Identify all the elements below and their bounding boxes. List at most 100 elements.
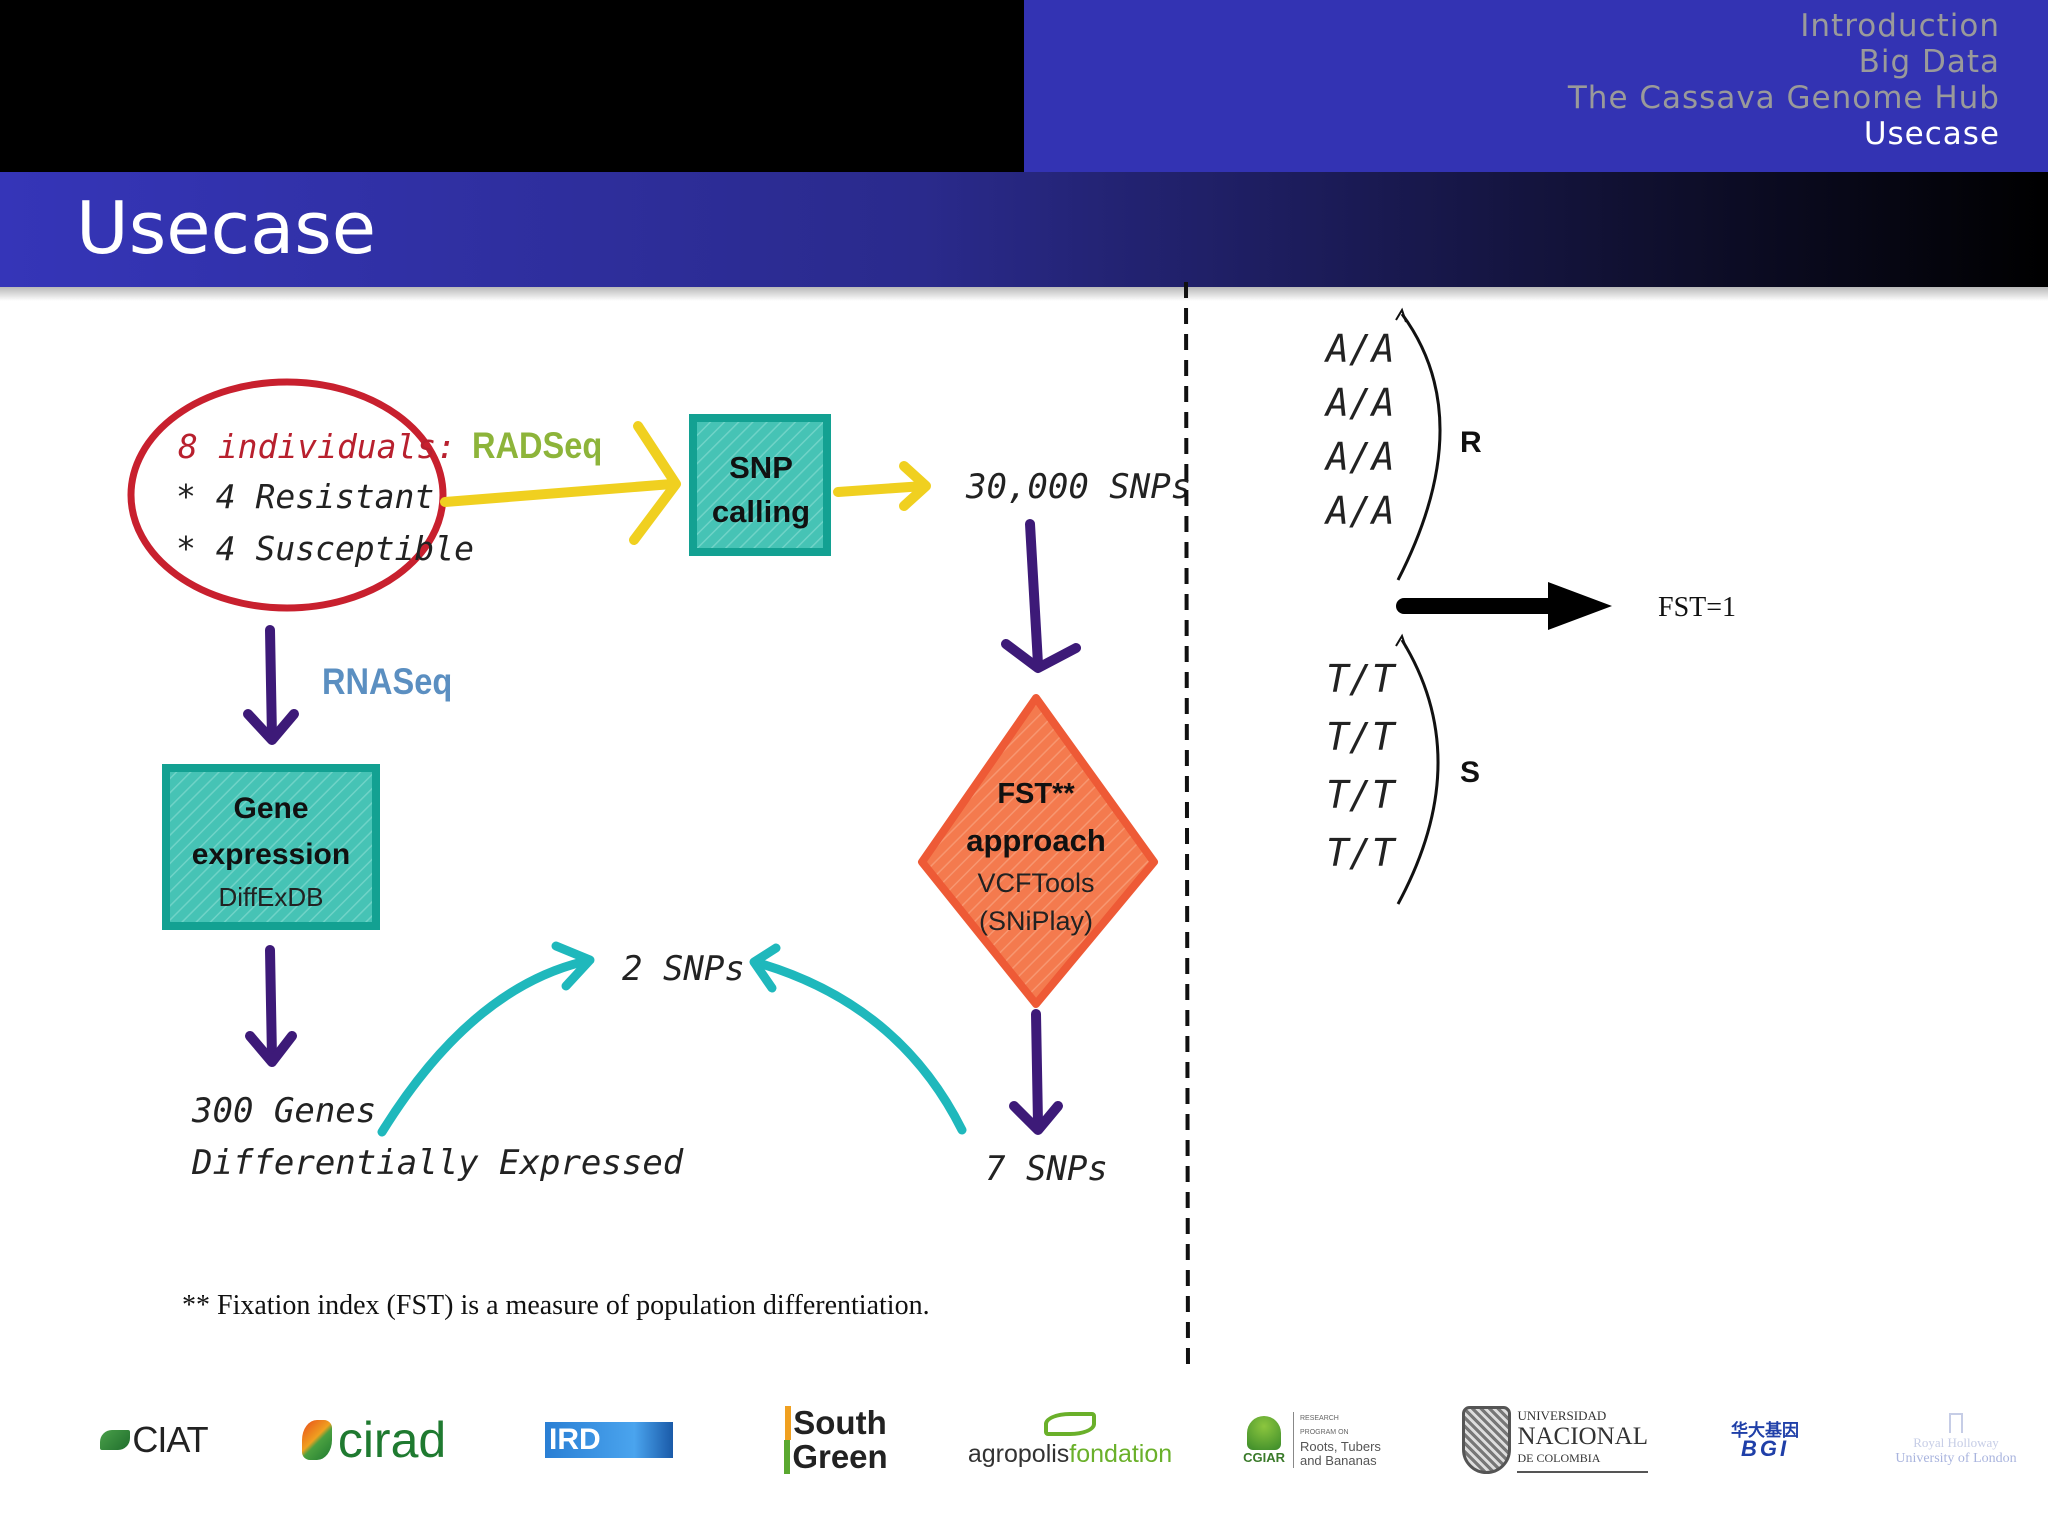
snp-calling-box bbox=[689, 414, 831, 556]
genes-to-2snps-arrow bbox=[377, 957, 587, 1137]
individuals-resistant: * 4 Resistant bbox=[176, 477, 434, 516]
gene-expression-tool: DiffExDB bbox=[219, 882, 324, 912]
unal-text: UNIVERSIDAD NACIONAL DE COLOMBIA bbox=[1517, 1407, 1648, 1473]
rnaseq-arrow bbox=[265, 625, 277, 743]
genotype-s-3: T/T bbox=[1326, 773, 1397, 817]
snp-calling-line1: SNP bbox=[729, 450, 793, 485]
fst-line1: FST** bbox=[997, 778, 1075, 810]
agropolis-text: agropolisfondation bbox=[968, 1440, 1172, 1469]
cgiar-line2: PROGRAM ON bbox=[1299, 1429, 1349, 1436]
gene-expression-line2: expression bbox=[192, 838, 350, 871]
cirad-logo: cirad bbox=[292, 1400, 456, 1480]
to-30000-arrowhead bbox=[899, 461, 931, 511]
title-bar-shadow bbox=[0, 287, 2048, 301]
cgiar-line3: Roots, Tubers bbox=[1299, 1439, 1381, 1454]
gene-expression-line1: Gene bbox=[233, 792, 308, 825]
rnaseq-arrowhead bbox=[243, 709, 299, 745]
ciat-logo: CIAT bbox=[94, 1400, 214, 1480]
cgiar-line4: and Bananas bbox=[1299, 1453, 1377, 1468]
individuals-title: 8 individuals: bbox=[178, 427, 456, 466]
bracket-s bbox=[1396, 639, 1440, 905]
bgi-logo: 华大基因 BGI bbox=[1720, 1400, 1810, 1480]
bgi-line1: 华大基因 bbox=[1731, 1421, 1799, 1441]
southgreen-logo: South Green bbox=[784, 1400, 888, 1480]
genotype-s-4: T/T bbox=[1326, 831, 1397, 875]
unal-logo: UNIVERSIDAD NACIONAL DE COLOMBIA bbox=[1462, 1400, 1648, 1480]
ciat-leaf-icon bbox=[100, 1430, 131, 1450]
agropolis-leaf-icon bbox=[1044, 1411, 1096, 1436]
cgiar-text: RESEARCH PROGRAM ON Roots, Tubers and Ba… bbox=[1292, 1412, 1381, 1468]
genotype-r-2: A/A bbox=[1324, 381, 1395, 425]
fst-result: FST=1 bbox=[1658, 592, 1736, 623]
snps-7: 7 SNPs bbox=[985, 1149, 1108, 1189]
bracket-s-tip bbox=[1395, 633, 1407, 649]
cgiar-name: CGIAR bbox=[1243, 1449, 1285, 1465]
royal-holloway-line2: University of London bbox=[1895, 1451, 2017, 1466]
header-left-panel bbox=[0, 0, 1024, 172]
snp-calling-line2: calling bbox=[712, 494, 810, 529]
bgi-line2: BGI bbox=[1740, 1436, 1790, 1461]
unal-line2: NACIONAL bbox=[1517, 1423, 1648, 1450]
unal-line3: DE COLOMBIA bbox=[1517, 1451, 1601, 1465]
snps-2: 2 SNPs bbox=[622, 949, 745, 989]
ciat-text: CIAT bbox=[132, 1419, 208, 1460]
frame-title: Usecase bbox=[76, 186, 377, 270]
cgiar-logo: CGIAR RESEARCH PROGRAM ON Roots, Tubers … bbox=[1236, 1400, 1388, 1480]
genotype-r-1: A/A bbox=[1324, 327, 1395, 371]
to-30000-arrow bbox=[833, 481, 929, 497]
radseq-arrowhead bbox=[629, 421, 681, 545]
nav-item-usecase[interactable]: Usecase bbox=[1863, 116, 2000, 152]
cirad-text: cirad bbox=[337, 1412, 447, 1468]
genotype-s-1: T/T bbox=[1326, 657, 1397, 701]
fst-result-arrowhead bbox=[1548, 582, 1612, 630]
gene-expression-box bbox=[162, 764, 380, 930]
nav-item-introduction[interactable]: Introduction bbox=[1800, 8, 2000, 44]
individuals-susceptible: * 4 Susceptible bbox=[176, 529, 474, 568]
to-7snps-arrowhead bbox=[1009, 1101, 1063, 1135]
genotype-r-4: A/A bbox=[1324, 489, 1395, 533]
ird-logo: IRD bbox=[544, 1400, 674, 1480]
rnaseq-label: RNASeq bbox=[322, 661, 452, 702]
title-bar bbox=[0, 172, 2048, 287]
ird-text: IRD bbox=[549, 1423, 601, 1456]
cgiar-line1: RESEARCH bbox=[1299, 1415, 1339, 1422]
ird-banner: IRD bbox=[545, 1422, 673, 1458]
nav-item-big-data[interactable]: Big Data bbox=[1858, 44, 2000, 80]
genotype-s-2: T/T bbox=[1326, 715, 1397, 759]
to-fst-arrowhead bbox=[1001, 639, 1081, 673]
southgreen-line1: South bbox=[785, 1406, 887, 1440]
unal-line1: UNIVERSIDAD bbox=[1517, 1408, 1607, 1423]
label-r: R bbox=[1460, 426, 1482, 459]
royal-holloway-line1: Royal Holloway bbox=[1913, 1435, 1999, 1450]
southgreen-line2: Green bbox=[784, 1440, 888, 1474]
snps-30000: 30,000 SNPs bbox=[965, 467, 1191, 507]
fst-tool2: (SNiPlay) bbox=[979, 906, 1093, 936]
to-7snps-arrow bbox=[1031, 1009, 1043, 1129]
label-s: S bbox=[1460, 756, 1480, 789]
divider-line bbox=[1184, 281, 1190, 1373]
agropolis-logo: agropolisfondation bbox=[968, 1400, 1172, 1480]
cirad-leaf-icon bbox=[301, 1420, 332, 1460]
cgiar-mark: CGIAR bbox=[1243, 1415, 1285, 1465]
fst-tool: VCFTools bbox=[977, 868, 1094, 898]
agropolis-word2: fondation bbox=[1069, 1439, 1173, 1468]
7snps-to-2snps-arrow bbox=[757, 959, 967, 1135]
royal-holloway-tower-icon bbox=[1949, 1413, 1963, 1433]
genes-to-2snps-arrowhead bbox=[551, 941, 595, 991]
unal-crest-icon bbox=[1462, 1406, 1512, 1474]
nav-item-cassava-genome-hub[interactable]: The Cassava Genome Hub bbox=[1567, 80, 2000, 116]
header-right-panel bbox=[1024, 0, 2048, 172]
radseq-label: RADSeq bbox=[472, 425, 602, 466]
fst-diamond bbox=[918, 694, 1158, 1008]
to-fst-arrow bbox=[1025, 519, 1043, 669]
bracket-r-tip bbox=[1395, 307, 1407, 323]
bracket-r bbox=[1396, 313, 1442, 581]
royal-holloway-logo: Royal Holloway University of London bbox=[1886, 1400, 2026, 1480]
radseq-arrow bbox=[440, 479, 677, 507]
genotype-r-3: A/A bbox=[1324, 435, 1395, 479]
genes-300-line2: Differentially Expressed bbox=[191, 1143, 684, 1183]
to-genes-arrow bbox=[265, 945, 277, 1063]
footnote: ** Fixation index (FST) is a measure of … bbox=[182, 1290, 930, 1321]
7snps-to-2snps-arrowhead bbox=[749, 943, 781, 993]
